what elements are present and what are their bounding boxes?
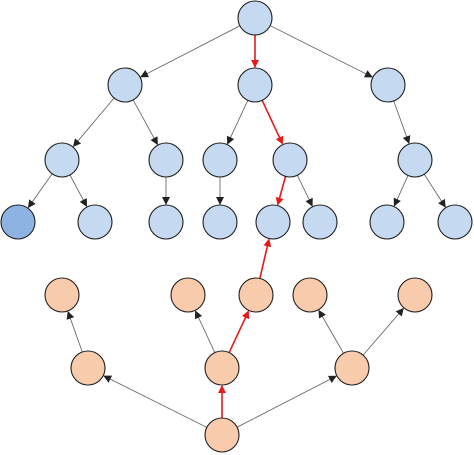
bottom-tree-edge-b2-b5 [194, 310, 216, 353]
node-b6 [238, 277, 274, 313]
highlighted-bridge-edge-b6-t13 [259, 238, 272, 279]
top-tree-edge-t0-t1 [140, 25, 241, 78]
node-t9 [0, 204, 36, 240]
node-t12 [202, 204, 238, 240]
node-t5 [148, 142, 184, 178]
node-b5 [170, 277, 206, 313]
node-b3 [334, 350, 370, 386]
bottom-tree-edge-b1-b4 [66, 311, 83, 353]
top-tree-edge-t8-t16 [423, 174, 446, 208]
top-tree-edge-t7-t14 [296, 175, 313, 207]
edges-layer [27, 25, 446, 428]
node-t6 [202, 142, 238, 178]
highlighted-top-tree-edge-t2-t7 [261, 100, 284, 145]
node-t14 [302, 204, 338, 240]
bottom-tree-edge-b0-b1 [103, 375, 207, 428]
highlighted-top-tree-edge-t7-t13 [275, 176, 287, 206]
node-t0 [237, 0, 273, 36]
node-b8 [397, 277, 433, 313]
bottom-tree-edge-b3-b7 [318, 309, 344, 354]
node-b7 [292, 277, 328, 313]
node-t10 [77, 204, 113, 240]
node-t3 [370, 67, 406, 103]
node-b1 [70, 350, 106, 386]
top-tree-edge-t4-t10 [69, 174, 88, 207]
node-t11 [148, 204, 184, 240]
node-t1 [107, 67, 143, 103]
node-t4 [44, 142, 80, 178]
top-tree-edge-t3-t8 [393, 100, 411, 145]
bottom-tree-edge-b0-b3 [236, 375, 337, 428]
top-tree-edge-t1-t4 [72, 97, 115, 147]
top-tree-edge-t0-t3 [269, 25, 373, 78]
node-t8 [397, 142, 433, 178]
top-tree-edge-t2-t6 [226, 100, 249, 145]
node-b2 [204, 350, 240, 386]
top-tree-edge-t4-t9 [27, 173, 53, 209]
node-t15 [369, 204, 405, 240]
node-t2 [237, 67, 273, 103]
node-b4 [44, 277, 80, 313]
node-t7 [272, 142, 308, 178]
top-tree-edge-t1-t5 [132, 99, 158, 146]
bottom-tree-edge-b3-b8 [362, 307, 404, 356]
top-tree-edge-t8-t15 [393, 175, 409, 207]
node-t16 [437, 204, 473, 240]
node-b0 [204, 417, 240, 453]
node-t13 [255, 204, 291, 240]
highlighted-bottom-tree-edge-b2-b6 [228, 310, 250, 353]
